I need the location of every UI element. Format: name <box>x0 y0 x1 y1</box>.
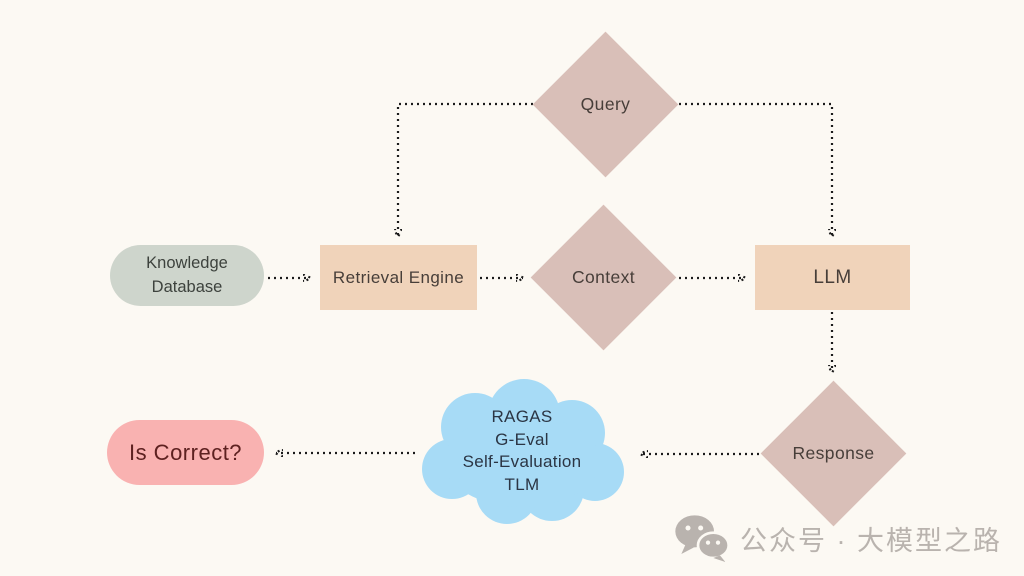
query-label: Query <box>580 94 631 114</box>
node-evaluation-cloud: RAGAS G-Eval Self-Evaluation TLM <box>412 377 632 525</box>
is-correct-label: Is Correct? <box>128 439 243 465</box>
evaluation-method: RAGAS <box>491 407 553 426</box>
node-query: Query <box>532 31 679 178</box>
node-context: Context <box>530 204 677 351</box>
retrieval-engine-label: Retrieval Engine <box>332 267 465 287</box>
cloud-shape <box>422 379 624 524</box>
node-knowledge-database: Knowledge Database <box>110 245 264 306</box>
knowledge-database-label-line2: Database <box>151 277 223 296</box>
node-response: Response <box>760 380 907 527</box>
response-label: Response <box>792 443 875 463</box>
node-retrieval-engine: Retrieval Engine <box>320 245 477 310</box>
evaluation-methods-list: RAGAS G-Eval Self-Evaluation TLM <box>427 406 617 496</box>
node-llm: LLM <box>755 245 910 310</box>
arrow-query-to-retrieval-engine <box>398 102 533 236</box>
watermark: 公众号 · 大模型之路 <box>674 512 1002 564</box>
evaluation-method: TLM <box>504 474 540 494</box>
watermark-text: 公众号 · 大模型之路 <box>740 525 1002 556</box>
llm-label: LLM <box>813 266 852 288</box>
arrow-query-to-llm <box>679 102 832 236</box>
evaluation-method: Self-Evaluation <box>462 452 582 471</box>
knowledge-database-label-line1: Knowledge <box>146 254 228 273</box>
wechat-icon <box>675 515 730 562</box>
evaluation-method: G-Eval <box>495 429 549 449</box>
context-label: Context <box>571 267 636 287</box>
node-is-correct: Is Correct? <box>107 420 264 485</box>
